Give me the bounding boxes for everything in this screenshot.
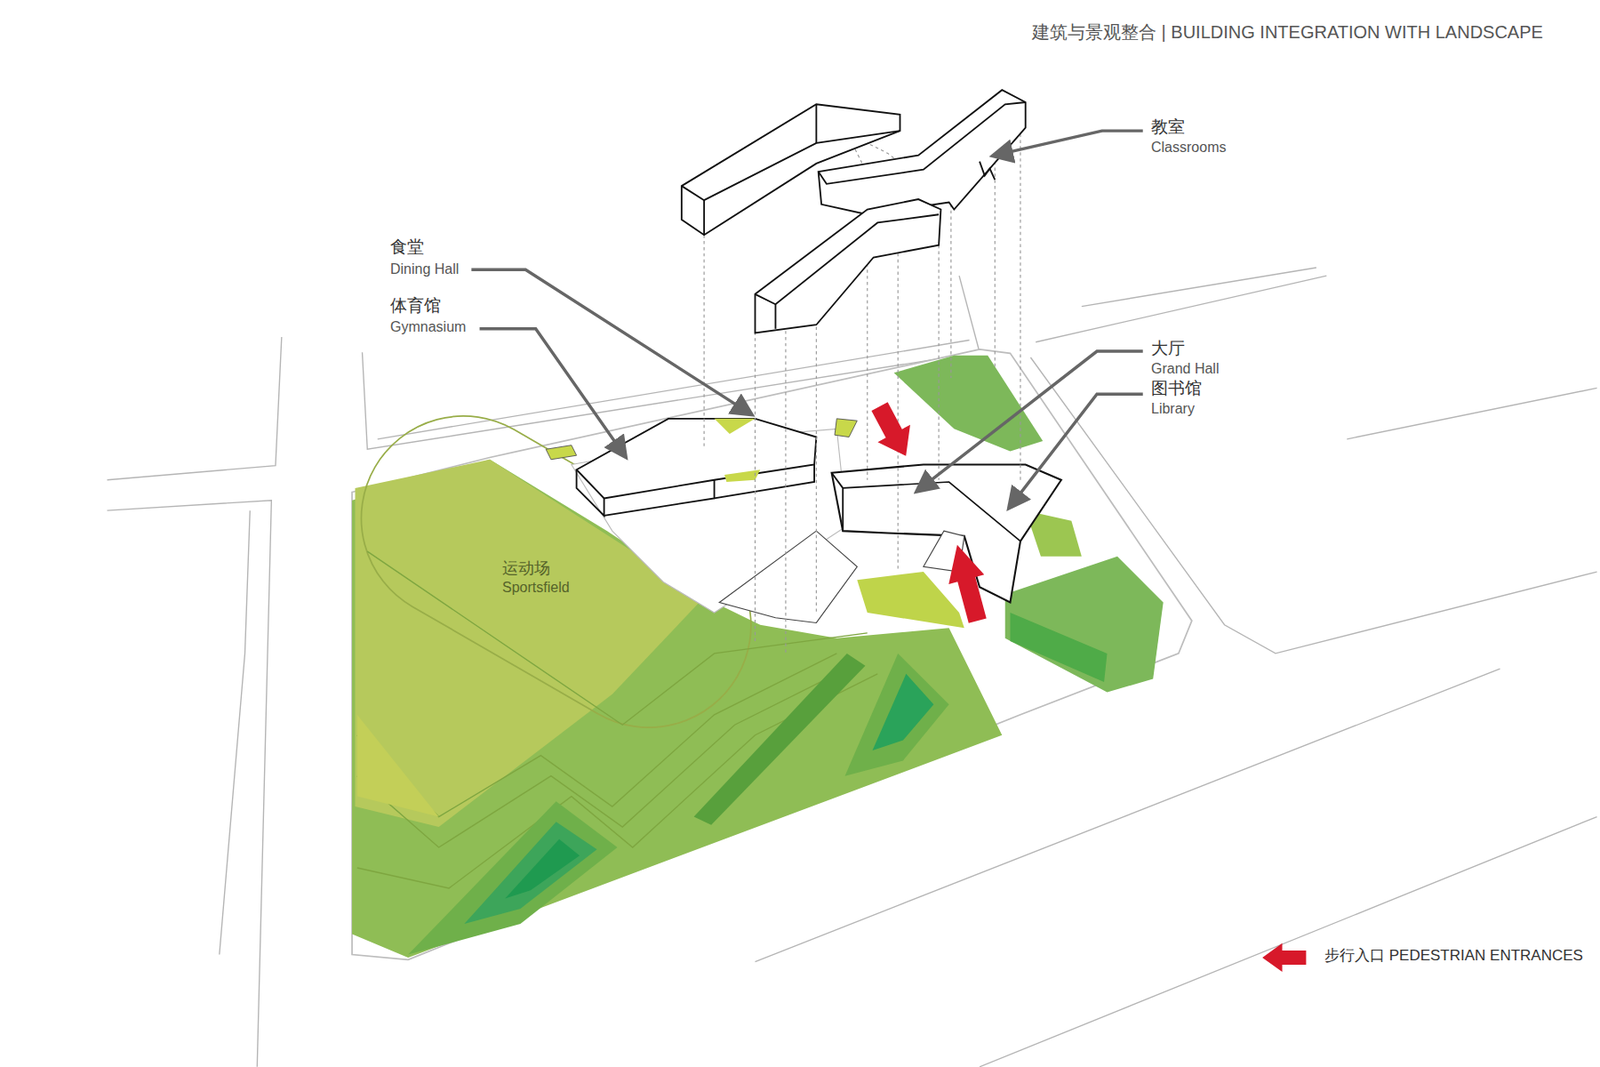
label-chinese: 图书馆	[1151, 378, 1202, 399]
leader-lines	[471, 130, 1143, 506]
gymnasium-building	[576, 418, 817, 499]
label-chinese: 教室	[1151, 117, 1185, 137]
label-english: Library	[1151, 400, 1195, 417]
site-boundary	[352, 349, 1192, 960]
sunken-garden	[845, 653, 950, 776]
sportsfield-area: 运动场Sportsfield	[500, 557, 576, 598]
sunken-garden-inner	[464, 821, 597, 924]
roof-garden	[714, 418, 756, 434]
green-bench	[1009, 612, 1107, 682]
sunken-garden-inner	[872, 673, 935, 751]
street-lines	[107, 267, 1598, 1067]
label-chinese: 食堂	[390, 237, 424, 257]
sunken-garden	[408, 800, 617, 954]
label-english: Gymnasium	[390, 319, 466, 336]
label-english: Dining Hall	[390, 261, 459, 278]
sunken-garden-core	[504, 839, 580, 899]
entrance-arrow	[939, 539, 996, 625]
green-terrace	[856, 571, 965, 628]
legend-text: 步行入口 PEDESTRIAN ENTRANCES	[1324, 946, 1584, 965]
roof-garden	[834, 418, 857, 438]
green-strip	[694, 653, 866, 825]
area-name-chinese: 运动场	[502, 559, 574, 579]
planter	[545, 445, 576, 460]
label-chinese: 体育馆	[390, 296, 441, 316]
classroom-buildings	[681, 89, 1026, 333]
green-block	[1005, 556, 1164, 693]
label-chinese: 大厅	[1151, 338, 1185, 359]
legend-arrow	[1262, 943, 1306, 972]
label-english: Grand Hall	[1151, 360, 1219, 377]
entrance-arrow	[863, 397, 922, 464]
podium-wing	[719, 530, 857, 623]
terrace-yellow	[357, 714, 440, 817]
area-name-english: Sportsfield	[502, 578, 574, 596]
label-english: Classrooms	[1151, 139, 1226, 156]
diagram-title: 建筑与景观整合 | BUILDING INTEGRATION WITH LAND…	[1032, 22, 1544, 43]
